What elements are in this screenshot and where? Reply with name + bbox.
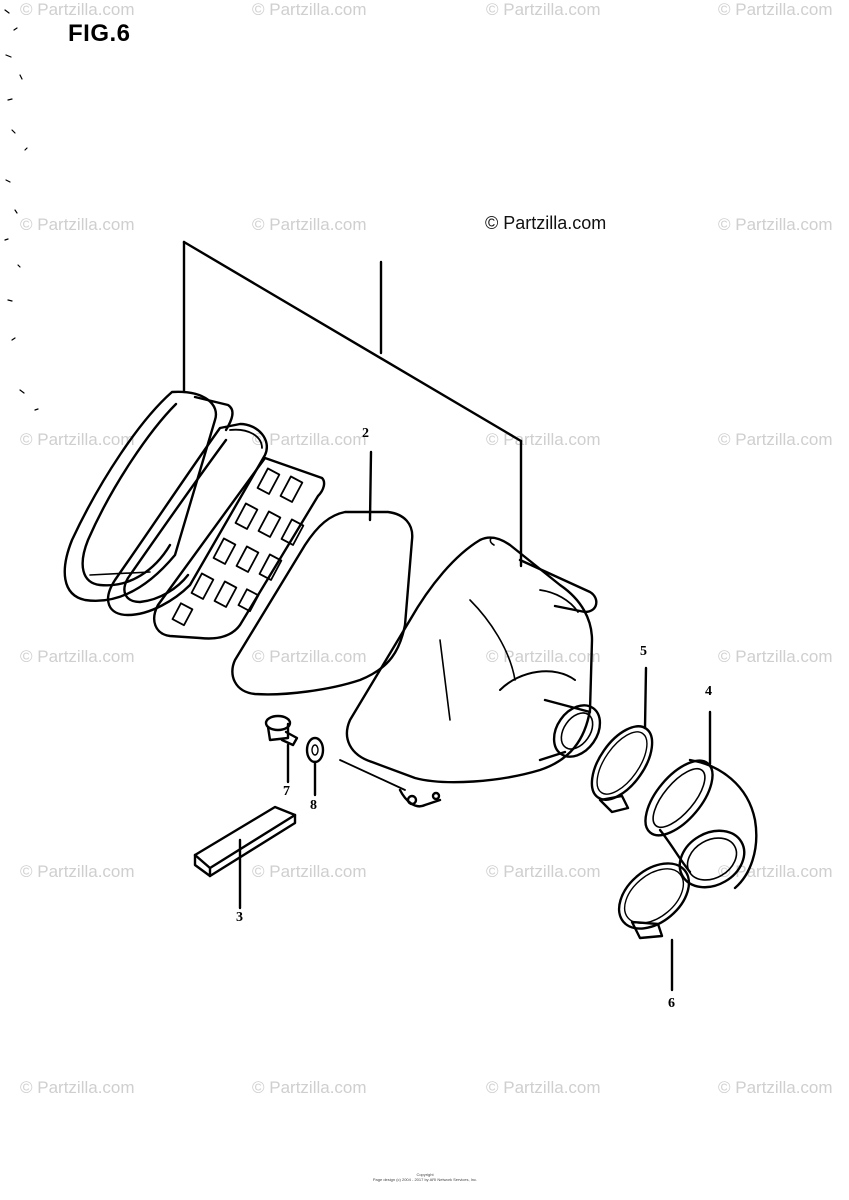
watermark-text: © Partzilla.com bbox=[20, 0, 135, 19]
callout-2: 2 bbox=[362, 426, 369, 441]
leader-bracket-1 bbox=[182, 240, 523, 568]
watermark-text: © Partzilla.com bbox=[252, 862, 367, 881]
watermark-text: © Partzilla.com bbox=[252, 215, 367, 234]
scan-noise bbox=[4, 9, 39, 411]
watermark-text: © Partzilla.com bbox=[486, 430, 601, 449]
watermark-text: © Partzilla.com bbox=[20, 647, 135, 666]
watermark-text: © Partzilla.com bbox=[486, 862, 601, 881]
watermark-text: © Partzilla.com bbox=[486, 1078, 601, 1097]
callout-8: 8 bbox=[310, 798, 317, 813]
part-clamp-6 bbox=[617, 862, 691, 992]
watermark-text: © Partzilla.com bbox=[20, 430, 135, 449]
watermark-text: © Partzilla.com bbox=[20, 862, 135, 881]
watermark-text: © Partzilla.com bbox=[20, 1078, 135, 1097]
part-intake-boot bbox=[644, 710, 758, 890]
watermark-text: © Partzilla.com bbox=[718, 862, 833, 881]
watermark-text: © Partzilla.com bbox=[718, 647, 833, 666]
watermark-text: © Partzilla.com bbox=[718, 1078, 833, 1097]
watermark-text: © Partzilla.com bbox=[252, 1078, 367, 1097]
callout-3: 3 bbox=[236, 910, 243, 925]
watermark-text: © Partzilla.com bbox=[486, 647, 601, 666]
part-airbox-body bbox=[339, 536, 602, 808]
watermark-text: © Partzilla.com bbox=[252, 647, 367, 666]
part-frame-outer bbox=[63, 390, 234, 602]
watermark-text: © Partzilla.com bbox=[252, 430, 367, 449]
part-gasket bbox=[106, 422, 268, 617]
callout-4: 4 bbox=[705, 684, 712, 699]
part-screw-7 bbox=[264, 714, 299, 784]
part-strip-3 bbox=[193, 805, 297, 910]
copyright-label: © Partzilla.com bbox=[485, 213, 607, 233]
part-clamp-5 bbox=[590, 666, 654, 814]
watermark-text: © Partzilla.com bbox=[718, 215, 833, 234]
callout-6: 6 bbox=[668, 996, 675, 1011]
watermark-text: © Partzilla.com bbox=[718, 0, 833, 19]
watermark-text: © Partzilla.com bbox=[252, 0, 367, 19]
part-washer-8 bbox=[305, 736, 325, 797]
part-grille bbox=[153, 456, 326, 640]
watermark-text: © Partzilla.com bbox=[718, 430, 833, 449]
part-filter-element bbox=[231, 450, 414, 696]
watermark-text: © Partzilla.com bbox=[486, 0, 601, 19]
figure-title: FIG.6 bbox=[68, 20, 131, 47]
callout-7: 7 bbox=[283, 784, 290, 799]
footer-copyright: Copyright Page design (c) 2004 - 2017 by… bbox=[372, 1172, 478, 1182]
watermark-text: © Partzilla.com bbox=[20, 215, 135, 234]
callout-5: 5 bbox=[640, 644, 647, 659]
